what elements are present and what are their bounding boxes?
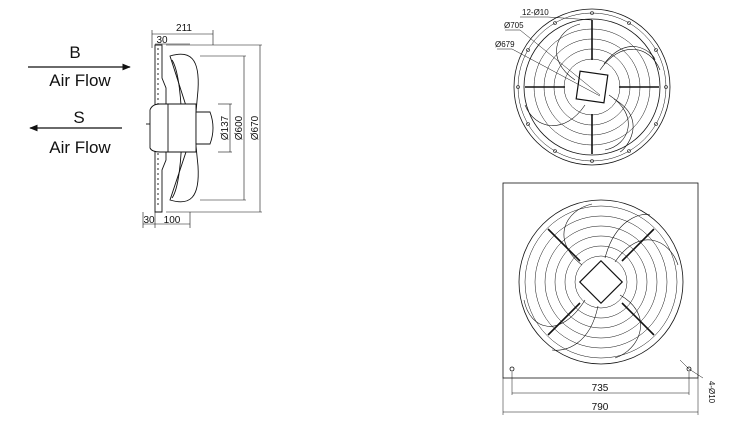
mounting-holes-round: [516, 11, 668, 163]
side-view-labels: 211 30 30 100 Ø137 Ø600 Ø670: [143, 23, 261, 226]
dim-600: Ø600: [234, 115, 245, 140]
blades-round: [524, 23, 661, 153]
plate-ring-3: [544, 225, 658, 339]
dim-670: Ø670: [250, 115, 261, 140]
corner-hole-br: [686, 366, 692, 372]
plate-ring-2: [534, 215, 668, 349]
airflow-b-letter: B: [69, 43, 80, 62]
motor-square: [575, 70, 609, 104]
plate-ring-6: [574, 255, 628, 309]
dim-30-bottom: 30: [143, 215, 155, 226]
corner-hole-bl: [509, 366, 515, 372]
front-view-plate: [502, 182, 704, 415]
side-view: [142, 30, 262, 228]
dim-790: 790: [592, 402, 609, 413]
plate-ring-1: [524, 205, 678, 359]
motor-body: [149, 103, 197, 153]
dim-679: Ø679: [495, 40, 515, 49]
airflow-b-text: Air Flow: [49, 71, 111, 90]
front-view-labels: 12-Ø10 Ø705 Ø679: [495, 8, 549, 49]
guard-spokes: [525, 20, 659, 154]
plate-ring-4: [554, 235, 648, 329]
housing-profile: [154, 44, 167, 213]
bolt-circle: [517, 12, 667, 162]
blade-bottom: [169, 145, 199, 203]
dim-211: 211: [176, 23, 192, 34]
plate-ring-5: [564, 245, 638, 319]
dim-705: Ø705: [504, 21, 524, 30]
airflow-legend: B Air Flow S Air Flow: [28, 43, 131, 157]
motor-hub: [195, 111, 214, 145]
plate-ring-outer: [518, 199, 684, 365]
dim-30-top: 30: [156, 35, 168, 46]
dim-137: Ø137: [220, 115, 231, 140]
airflow-s-text: Air Flow: [49, 138, 111, 157]
plate-motor-square: [578, 259, 624, 305]
blade-top: [169, 53, 199, 113]
dim-735: 735: [592, 383, 609, 394]
front-view-round: [497, 8, 671, 166]
dim-12-holes: 12-Ø10: [522, 8, 549, 17]
blades-plate: [523, 203, 679, 359]
guard-ring-5: [563, 58, 621, 116]
airflow-s-letter: S: [73, 108, 84, 127]
mounting-plate: [502, 182, 699, 379]
plate-view-labels: 735 790 4-Ø10: [592, 381, 716, 413]
dim-100: 100: [164, 215, 181, 226]
plate-spokes: [547, 228, 655, 336]
guard-ring-1: [523, 18, 661, 156]
outer-ring: [513, 8, 671, 166]
dim-4-holes: 4-Ø10: [707, 381, 716, 404]
guard-ring-4: [553, 48, 631, 126]
